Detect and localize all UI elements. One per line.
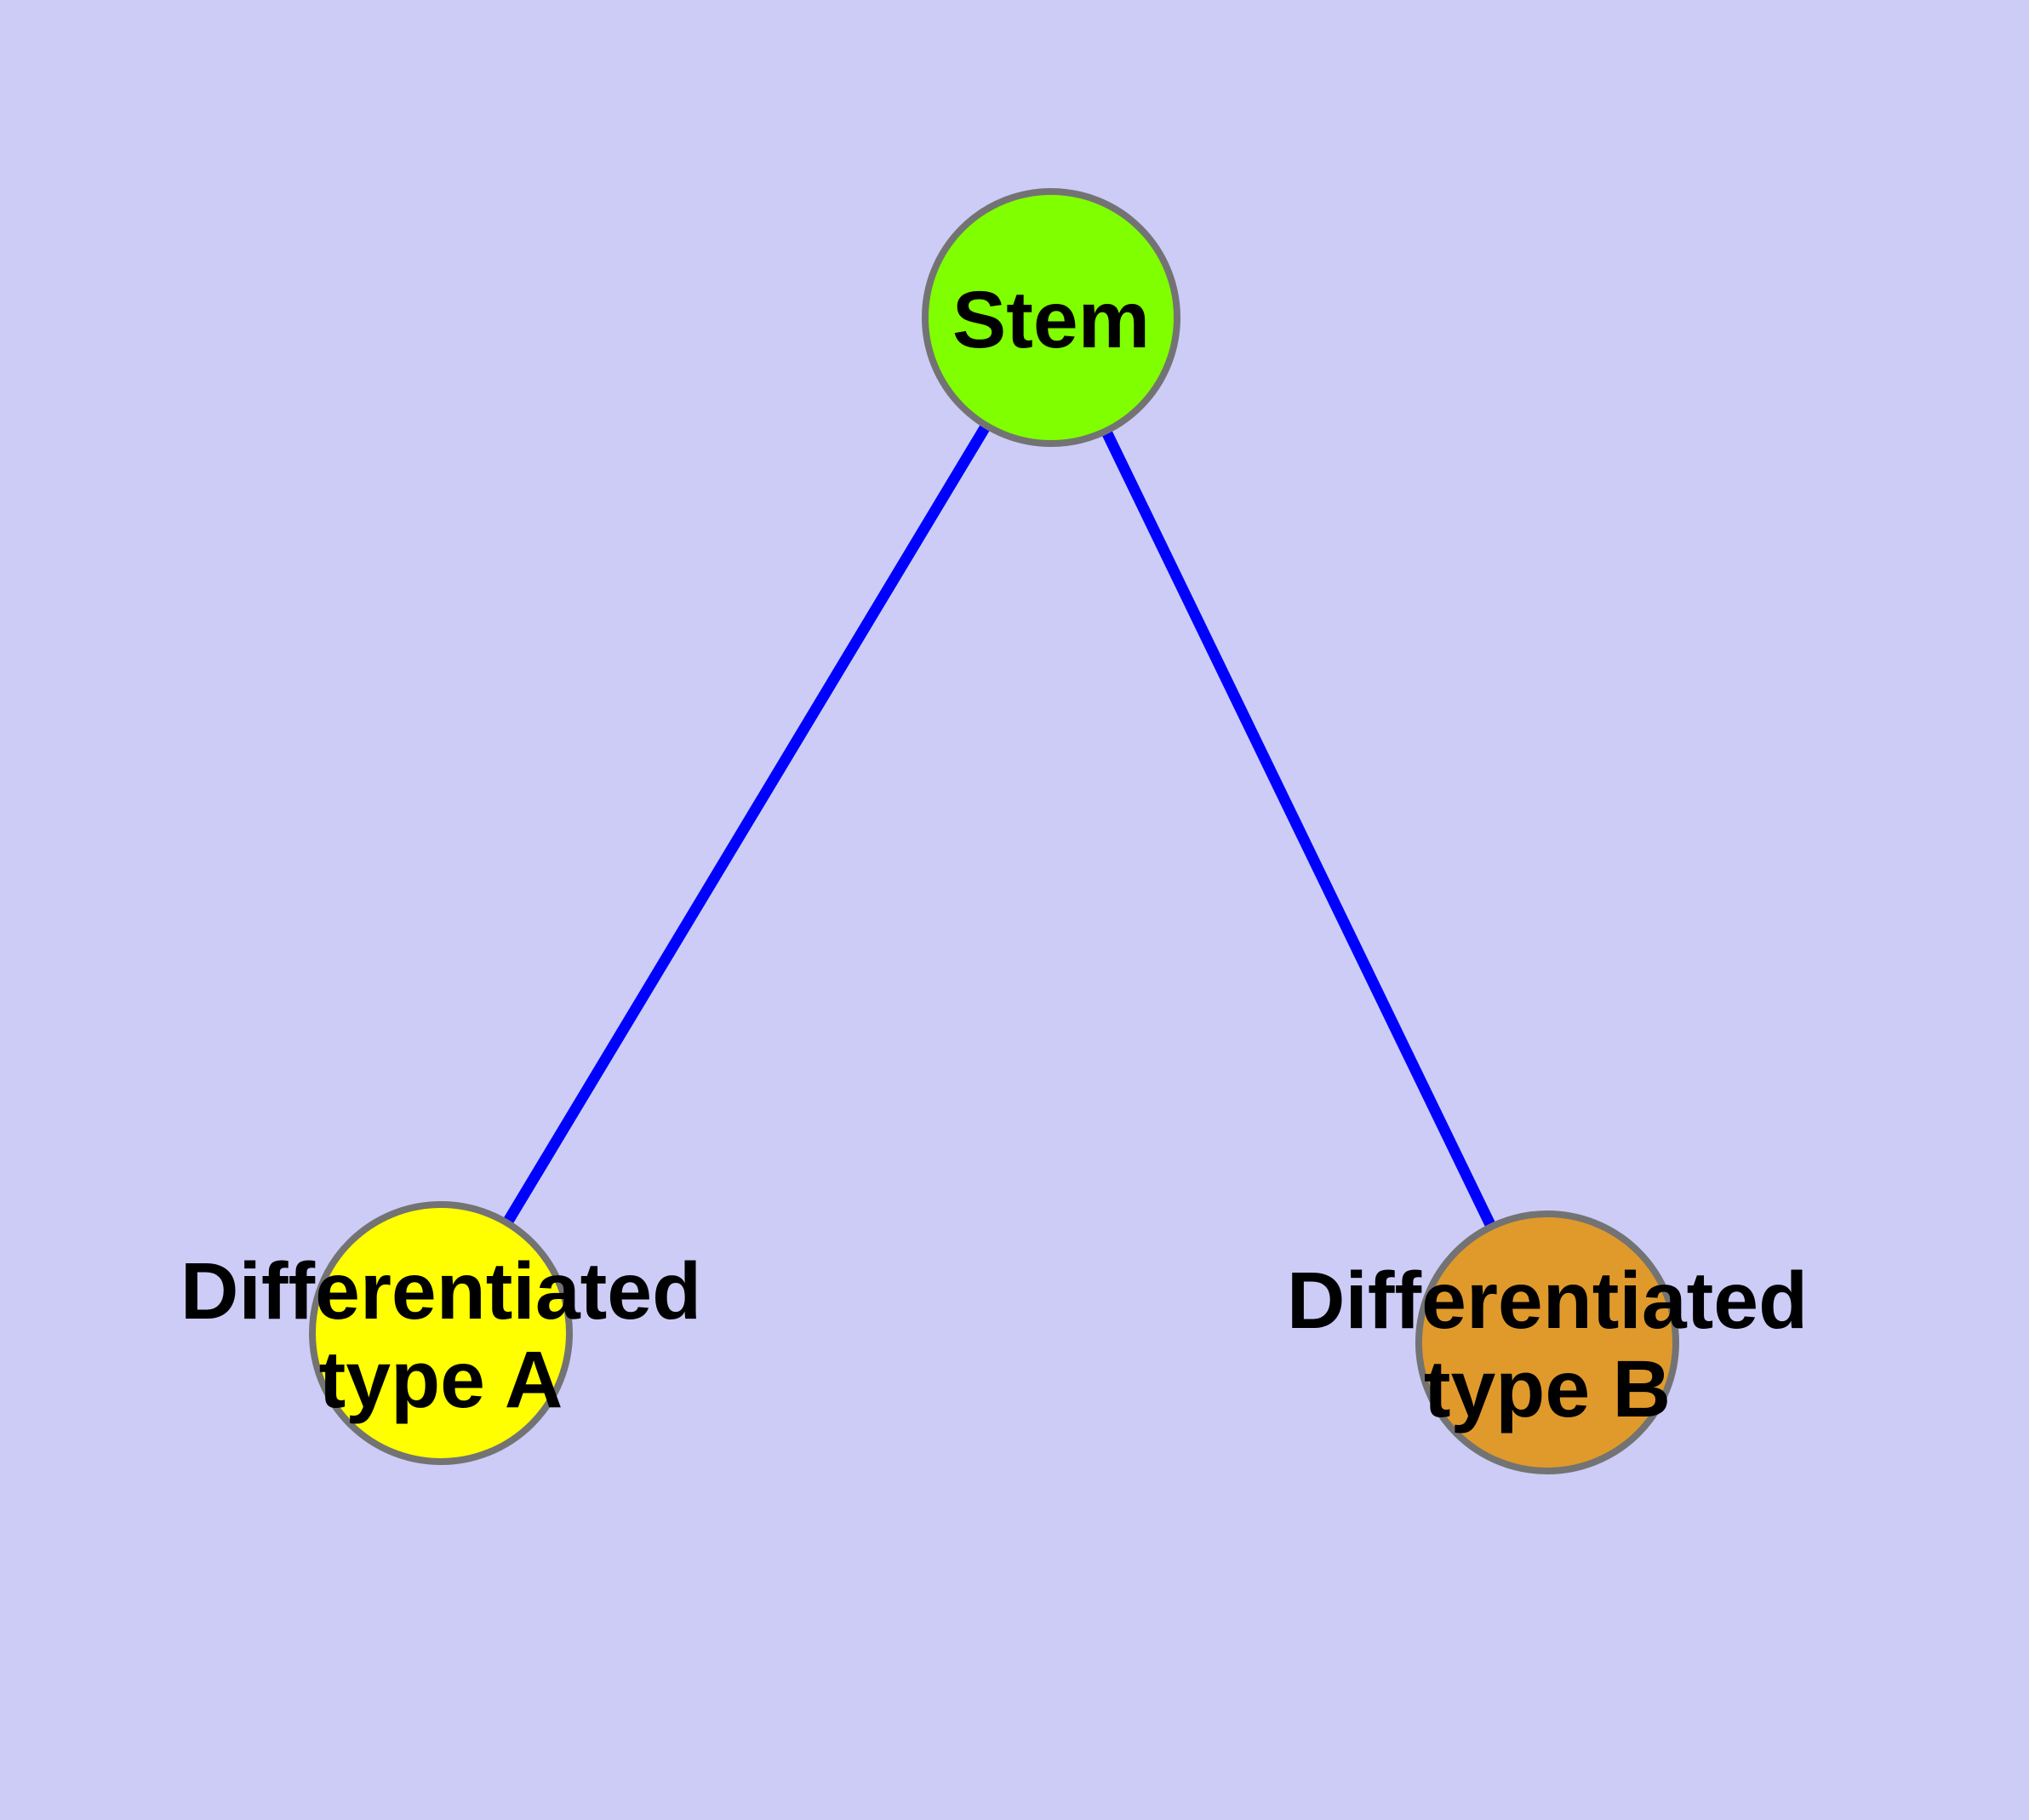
- node-stem-circle[interactable]: [922, 188, 1180, 447]
- node-label-line: Stem: [952, 275, 1150, 365]
- node-label-line: Differentiated: [1287, 1256, 1808, 1346]
- node-layer: [309, 188, 1679, 1474]
- edge-stem-to-differentiated-type-a[interactable]: [436, 314, 1056, 1336]
- node-label-line: type B: [1424, 1344, 1671, 1434]
- node-stem-label: Stem: [952, 275, 1150, 365]
- node-label-line: Differentiated: [180, 1246, 701, 1336]
- edge-layer: [436, 314, 1552, 1345]
- edge-stem-to-differentiated-type-b[interactable]: [1046, 315, 1552, 1345]
- node-differentiated-type-b-circle[interactable]: [1415, 1210, 1679, 1474]
- node-label-line: type A: [319, 1335, 563, 1425]
- node-differentiated-type-a-circle[interactable]: [309, 1201, 573, 1465]
